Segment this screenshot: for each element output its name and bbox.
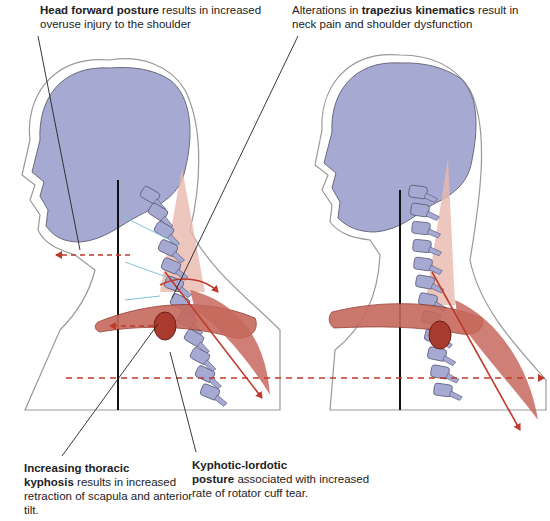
guide-line bbox=[125, 296, 160, 300]
rotator-cuff bbox=[429, 321, 451, 349]
rotation-arrow bbox=[160, 279, 218, 292]
spinous-process bbox=[213, 395, 228, 407]
shoulder-muscle bbox=[190, 290, 270, 395]
leader-line bbox=[170, 352, 196, 452]
body-outline bbox=[22, 59, 280, 410]
plumb-line bbox=[399, 190, 401, 410]
spinous-process bbox=[442, 355, 456, 366]
callout-text: Alterations intrapezius kinematicsresult… bbox=[292, 3, 544, 31]
spinous-process bbox=[449, 391, 463, 401]
spinous-process bbox=[426, 211, 440, 221]
dashed-arrow bbox=[56, 254, 130, 255]
dashed-arrow bbox=[66, 377, 544, 378]
guide-line bbox=[120, 215, 180, 245]
leader-line bbox=[38, 36, 80, 250]
plumb-line bbox=[117, 180, 119, 410]
skull bbox=[32, 68, 190, 243]
leader-line bbox=[62, 324, 158, 456]
callout-text: Kyphotic-lordotic postureassociated with… bbox=[192, 458, 384, 500]
callout-text: Head forward postureresults in increased… bbox=[40, 3, 272, 31]
spinous-process bbox=[428, 247, 442, 256]
callout-heading: trapezius kinematics bbox=[362, 4, 475, 16]
callout-note: Alterations in bbox=[292, 4, 358, 16]
leader-line bbox=[172, 36, 298, 298]
shoulder-muscle bbox=[455, 300, 538, 420]
dashed-arrow bbox=[110, 325, 162, 326]
callout-text: Increasing thoracic kyphosisresults in i… bbox=[24, 461, 210, 517]
spinous-process bbox=[424, 193, 438, 203]
spinous-process bbox=[427, 229, 441, 238]
spinous-process bbox=[429, 265, 443, 275]
force-arrow bbox=[432, 272, 520, 430]
guide-line bbox=[125, 262, 175, 280]
callout-heading: Head forward posture bbox=[40, 4, 159, 16]
force-arrow bbox=[165, 272, 262, 398]
